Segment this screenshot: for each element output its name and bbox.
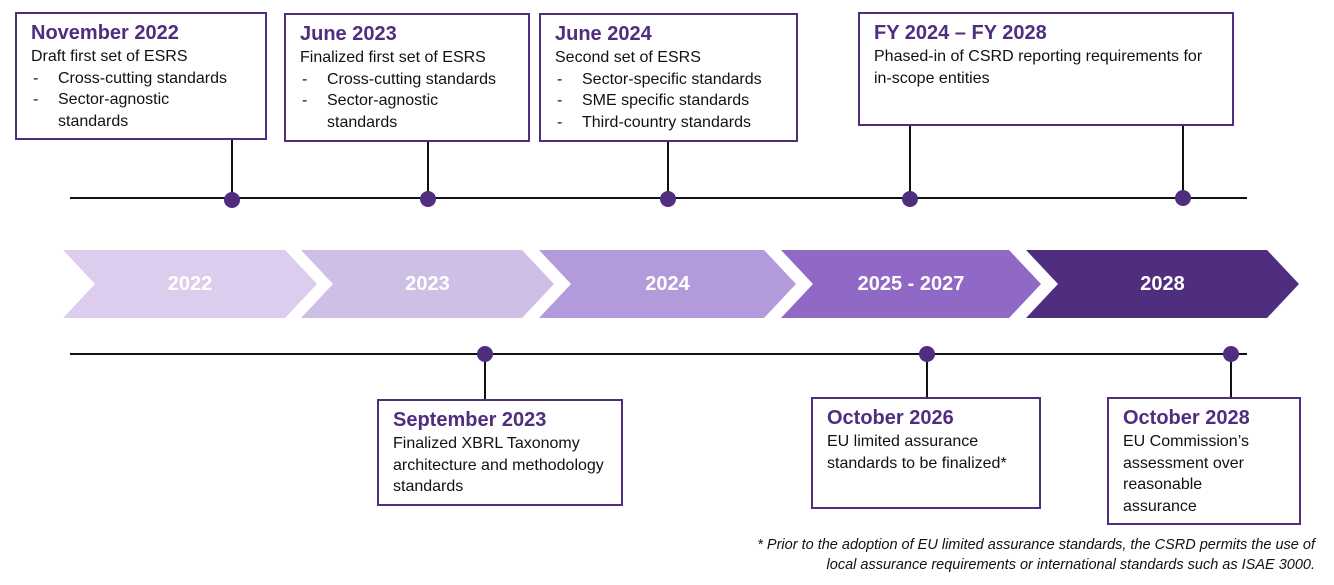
connector	[926, 354, 928, 398]
event-title: September 2023	[393, 409, 547, 431]
connector	[1230, 354, 1232, 398]
milestone-dot	[919, 346, 935, 362]
footnote-line: local assurance requirements or internat…	[826, 557, 1315, 573]
event-desc: Finalized XBRL Taxonomy architecture and…	[393, 435, 604, 495]
bottom-timeline-line	[70, 353, 1247, 355]
milestone-dot	[1175, 190, 1191, 206]
connector	[667, 142, 669, 198]
event-desc: Draft first set of ESRS	[31, 48, 188, 65]
connector	[427, 142, 429, 198]
event-box-oct-2026: October 2026 EU limited assurance standa…	[811, 397, 1041, 509]
event-item: SME specific standards	[555, 90, 784, 112]
milestone-dot	[420, 191, 436, 207]
event-box-sep-2023: September 2023 Finalized XBRL Taxonomy a…	[377, 399, 623, 506]
period-chevron-2025-2027: 2025 - 2027	[781, 250, 1041, 318]
event-box-fy2024-fy2028: FY 2024 – FY 2028 Phased-in of CSRD repo…	[858, 12, 1234, 126]
period-chevron-2023: 2023	[301, 250, 554, 318]
event-title: October 2026	[827, 407, 954, 429]
connector	[909, 126, 911, 198]
event-item: Sector-specific standards	[555, 69, 784, 91]
event-desc: Second set of ESRS	[555, 49, 701, 66]
event-item: Cross-cutting standards	[300, 69, 516, 91]
top-timeline-line	[70, 197, 1247, 199]
event-item: Sector-agnostic standards	[31, 89, 208, 132]
period-chevron-2024: 2024	[539, 250, 796, 318]
event-title: June 2023	[300, 23, 397, 45]
event-title: June 2024	[555, 23, 652, 45]
period-label: 2025 - 2027	[857, 272, 965, 295]
milestone-dot	[1223, 346, 1239, 362]
event-desc: Finalized first set of ESRS	[300, 49, 486, 66]
connector	[1182, 126, 1184, 198]
milestone-dot	[224, 192, 240, 208]
event-box-nov-2022: November 2022 Draft first set of ESRS Cr…	[15, 12, 267, 140]
footnote-line: * Prior to the adoption of EU limited as…	[757, 537, 1315, 553]
milestone-dot	[660, 191, 676, 207]
event-item: Sector-agnostic standards	[300, 90, 477, 133]
event-desc: EU Commission’s assessment over reasonab…	[1123, 433, 1249, 515]
event-desc: Phased-in of CSRD reporting requirements…	[874, 48, 1203, 87]
event-box-oct-2028: October 2028 EU Commission’s assessment …	[1107, 397, 1301, 525]
period-chevron-2028: 2028	[1026, 250, 1299, 318]
event-box-jun-2024: June 2024 Second set of ESRS Sector-spec…	[539, 13, 798, 142]
event-item: Cross-cutting standards	[31, 68, 253, 90]
event-item: Third-country standards	[555, 112, 784, 134]
period-chevron-2022: 2022	[63, 250, 317, 318]
event-desc: EU limited assurance standards to be fin…	[827, 433, 1007, 472]
connector	[484, 354, 486, 400]
period-label: 2024	[645, 272, 690, 295]
event-title: November 2022	[31, 22, 179, 44]
milestone-dot	[902, 191, 918, 207]
period-label: 2028	[1140, 272, 1185, 295]
period-label: 2023	[405, 272, 450, 295]
event-box-jun-2023: June 2023 Finalized first set of ESRS Cr…	[284, 13, 530, 142]
footnote: * Prior to the adoption of EU limited as…	[757, 535, 1315, 575]
event-title: October 2028	[1123, 407, 1250, 429]
period-label: 2022	[167, 272, 213, 295]
milestone-dot	[477, 346, 493, 362]
event-title: FY 2024 – FY 2028	[874, 22, 1047, 44]
connector	[231, 140, 233, 198]
